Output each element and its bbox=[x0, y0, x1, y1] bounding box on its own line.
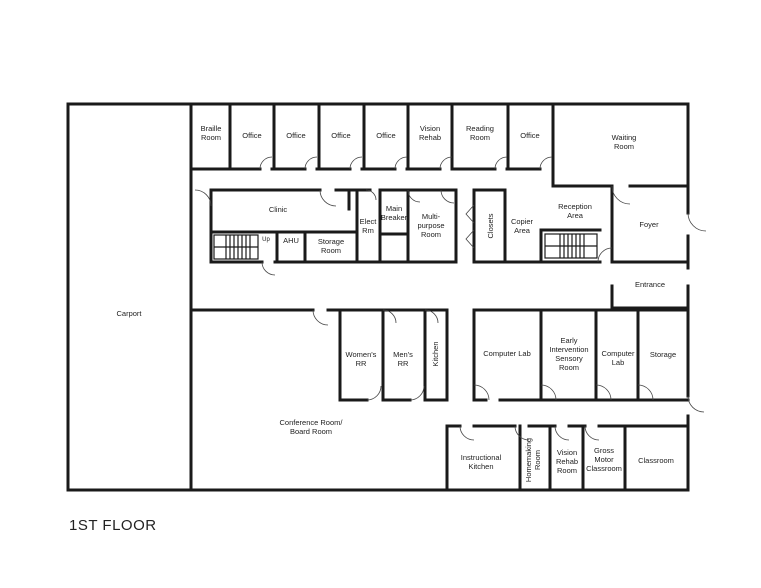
label-instructional-kitchen-2: Kitchen bbox=[468, 462, 493, 471]
label-kitchen: Kitchen bbox=[431, 341, 440, 366]
label-vision-rehab-room-3: Room bbox=[557, 466, 577, 475]
label-vision-rehab-1: Vision bbox=[420, 124, 440, 133]
label-main-breaker-1: Main bbox=[386, 204, 402, 213]
label-reception-area-1: Reception bbox=[558, 202, 592, 211]
label-conference-room-2: Board Room bbox=[290, 427, 332, 436]
exterior-walls bbox=[66, 102, 690, 492]
label-copier-area-2: Area bbox=[514, 226, 531, 235]
stair-left bbox=[213, 234, 259, 260]
closet-walls bbox=[465, 188, 613, 264]
label-elect-rm-1: Elect bbox=[360, 217, 378, 226]
label-storage-room-1: Storage bbox=[318, 237, 344, 246]
label-reception-area-2: Area bbox=[567, 211, 584, 220]
label-gross-motor-3: Classroom bbox=[586, 464, 622, 473]
label-braille-room-2: Room bbox=[201, 133, 221, 142]
label-reading-room-2: Room bbox=[470, 133, 490, 142]
label-vision-rehab-2: Rehab bbox=[419, 133, 441, 142]
label-early-intervention-1: Early bbox=[560, 336, 577, 345]
label-homemaking-2: Room bbox=[533, 450, 542, 470]
label-storage-right: Storage bbox=[650, 350, 676, 359]
label-early-intervention-2: Intervention bbox=[549, 345, 588, 354]
label-homemaking-1: Homemaking bbox=[524, 438, 533, 482]
label-elect-rm-2: Rm bbox=[362, 226, 374, 235]
label-gross-motor-1: Gross bbox=[594, 446, 614, 455]
label-instructional-kitchen-1: Instructional bbox=[461, 453, 502, 462]
restroom-walls bbox=[189, 308, 449, 402]
label-office-3: Office bbox=[331, 131, 350, 140]
label-early-intervention-4: Room bbox=[559, 363, 579, 372]
label-waiting-room-1: Waiting bbox=[612, 133, 637, 142]
label-multipurpose-3: Room bbox=[421, 230, 441, 239]
reception-walls bbox=[551, 167, 707, 310]
utility-walls bbox=[355, 188, 458, 264]
label-office-5: Office bbox=[520, 131, 539, 140]
label-entrance: Entrance bbox=[635, 280, 665, 289]
label-storage-room-2: Room bbox=[321, 246, 341, 255]
label-waiting-room-2: Room bbox=[614, 142, 634, 151]
clinic-walls bbox=[194, 188, 359, 276]
label-ahu: AHU bbox=[283, 236, 299, 245]
room-labels: Carport Braille Room Office Office Offic… bbox=[116, 124, 676, 482]
label-closets: Closets bbox=[486, 213, 495, 238]
label-computer-lab-right-2: Lab bbox=[612, 358, 625, 367]
label-womens-rr-2: RR bbox=[356, 359, 367, 368]
label-vision-rehab-room-1: Vision bbox=[557, 448, 577, 457]
label-vision-rehab-room-2: Rehab bbox=[556, 457, 578, 466]
classroom-walls bbox=[445, 424, 690, 492]
label-stair-up: Up bbox=[262, 237, 270, 243]
label-conference-room-1: Conference Room/ bbox=[280, 418, 344, 427]
label-braille-room-1: Braille bbox=[201, 124, 222, 133]
label-office-4: Office bbox=[376, 131, 395, 140]
label-gross-motor-2: Motor bbox=[594, 455, 614, 464]
label-office-1: Office bbox=[242, 131, 261, 140]
floor-title: 1ST FLOOR bbox=[69, 517, 157, 534]
label-classroom: Classroom bbox=[638, 456, 674, 465]
label-multipurpose-1: Multi- bbox=[422, 212, 441, 221]
label-carport: Carport bbox=[116, 309, 142, 318]
label-copier-area-1: Copier bbox=[511, 217, 534, 226]
label-clinic: Clinic bbox=[269, 205, 288, 214]
label-computer-lab-right-1: Computer bbox=[602, 349, 635, 358]
label-computer-lab-left: Computer Lab bbox=[483, 349, 531, 358]
label-reading-room-1: Reading bbox=[466, 124, 494, 133]
lab-walls bbox=[472, 308, 705, 413]
top-offices bbox=[189, 102, 555, 171]
label-early-intervention-3: Sensory bbox=[555, 354, 583, 363]
label-womens-rr-1: Women's bbox=[346, 350, 377, 359]
label-mens-rr-1: Men's bbox=[393, 350, 413, 359]
label-main-breaker-2: Breaker bbox=[381, 213, 408, 222]
label-mens-rr-2: RR bbox=[398, 359, 409, 368]
label-office-2: Office bbox=[286, 131, 305, 140]
label-foyer: Foyer bbox=[639, 220, 659, 229]
label-multipurpose-2: purpose bbox=[417, 221, 444, 230]
